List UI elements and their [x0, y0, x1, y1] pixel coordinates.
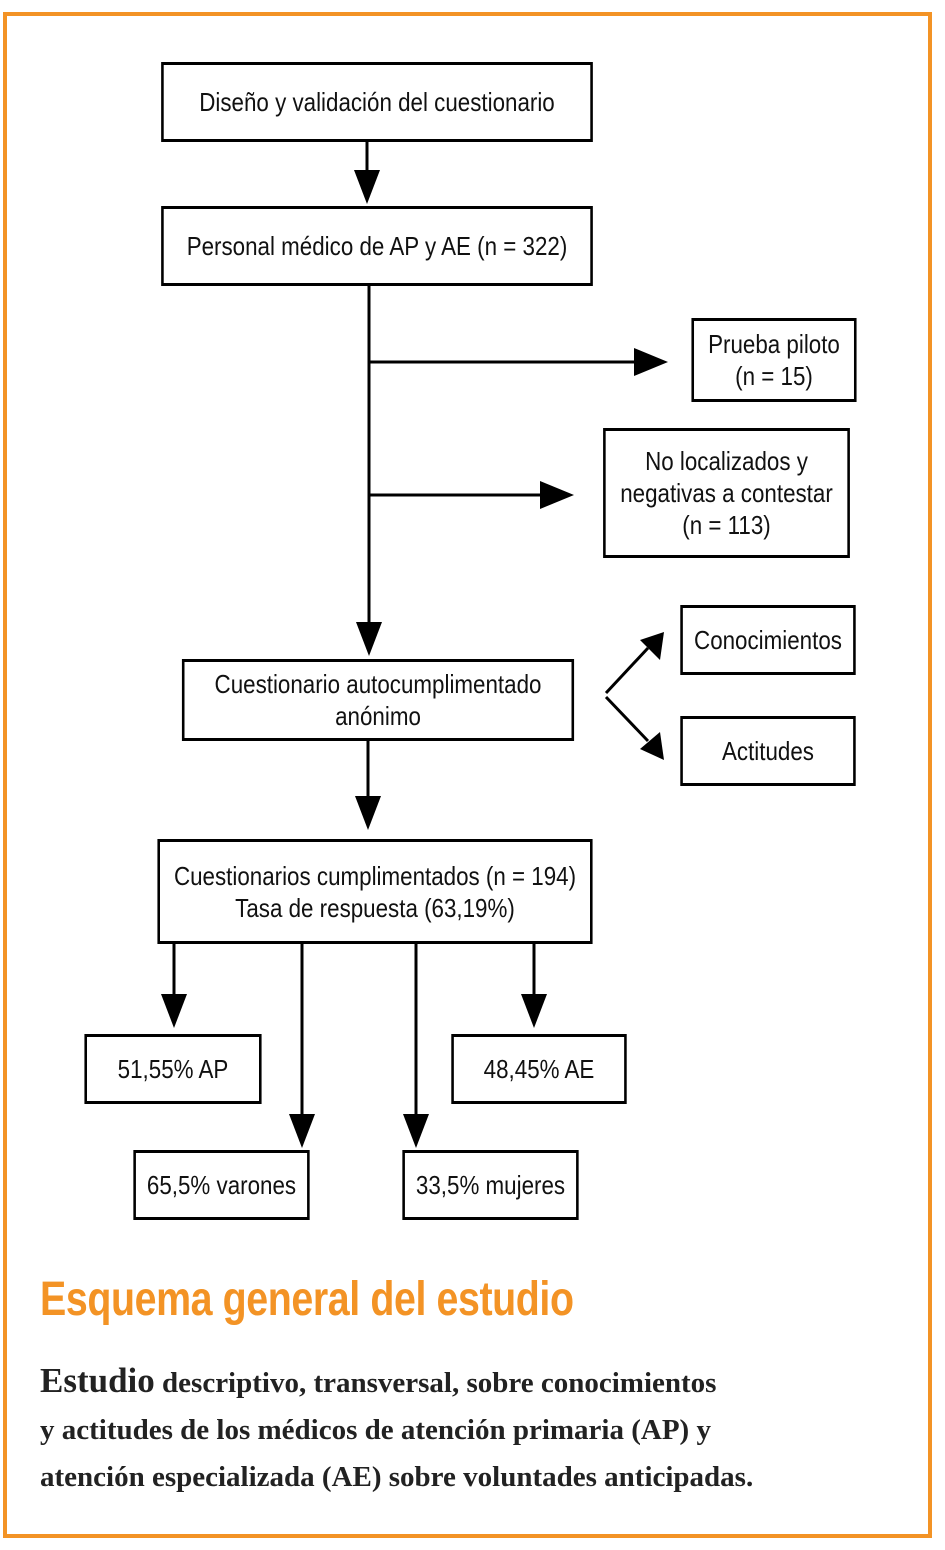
excluded-label-3: (n = 113) — [682, 510, 771, 540]
completed-label-2: Tasa de respuesta (63,19%) — [235, 892, 515, 923]
pilot-label-2: (n = 15) — [735, 361, 813, 391]
questionnaire-label-1: Cuestionario autocumplimentado — [214, 669, 542, 699]
caption-line-1: Estudio descriptivo, transversal, sobre … — [40, 1357, 900, 1407]
arrowhead-women — [403, 1114, 429, 1148]
men-box: 65,5% varones — [133, 1150, 310, 1220]
women-box: 33,5% mujeres — [402, 1150, 579, 1220]
ae-box: 48,45% AE — [451, 1034, 627, 1104]
arrow-to-knowledge — [604, 646, 650, 695]
men-label: 65,5% varones — [146, 1170, 297, 1200]
arrowhead-pilot — [634, 348, 668, 376]
completed-box: Cuestionarios cumplimentados (n = 194) T… — [157, 839, 593, 944]
arrowhead-knowledge — [640, 632, 664, 660]
arrowhead-ap — [161, 994, 187, 1028]
arrowhead-personnel — [354, 170, 380, 204]
ap-label: 51,55% AP — [117, 1054, 229, 1084]
caption-line-2: y actitudes de los médicos de atención p… — [40, 1414, 711, 1446]
knowledge-box: Conocimientos — [680, 605, 856, 675]
caption-line-1-rest: descriptivo, transversal, sobre conocimi… — [154, 1367, 717, 1399]
arrowhead-ae — [521, 994, 547, 1028]
caption-line-3: atención especializada (AE) sobre volunt… — [40, 1461, 754, 1493]
design-label: Diseño y validación del cuestionario — [199, 87, 555, 117]
ae-label: 48,45% AE — [483, 1054, 595, 1084]
caption-lead: Estudio — [40, 1361, 155, 1400]
figure-caption: Estudio descriptivo, transversal, sobre … — [40, 1357, 900, 1501]
attitudes-box: Actitudes — [680, 716, 856, 786]
ap-box: 51,55% AP — [84, 1034, 262, 1104]
arrow-to-attitudes — [604, 695, 650, 743]
figure-title: Esquema general del estudio — [40, 1273, 574, 1326]
personnel-label: Personal médico de AP y AE (n = 322) — [186, 231, 568, 261]
arrowhead-excluded — [540, 481, 574, 509]
women-label: 33,5% mujeres — [415, 1170, 566, 1200]
pilot-label-1: Prueba piloto — [708, 329, 840, 359]
excluded-label-1: No localizados y — [645, 446, 808, 476]
figure-frame — [3, 12, 932, 1538]
attitudes-label: Actitudes — [722, 736, 814, 766]
personnel-box: Personal médico de AP y AE (n = 322) — [161, 206, 593, 286]
excluded-label-2: negativas a contestar — [620, 478, 833, 508]
arrowhead-completed — [355, 796, 381, 830]
questionnaire-box: Cuestionario autocumplimentado anónimo — [181, 659, 575, 741]
design-box: Diseño y validación del cuestionario — [161, 62, 593, 142]
excluded-box: No localizados y negativas a contestar (… — [603, 428, 850, 558]
arrowhead-men — [289, 1114, 315, 1148]
pilot-box: Prueba piloto (n = 15) — [691, 318, 857, 402]
completed-label-1: Cuestionarios cumplimentados (n = 194) — [173, 860, 577, 891]
arrowhead-attitudes — [640, 732, 664, 760]
arrowhead-questionnaire — [356, 622, 382, 656]
questionnaire-label-2: anónimo — [335, 701, 421, 731]
knowledge-label: Conocimientos — [694, 625, 842, 655]
